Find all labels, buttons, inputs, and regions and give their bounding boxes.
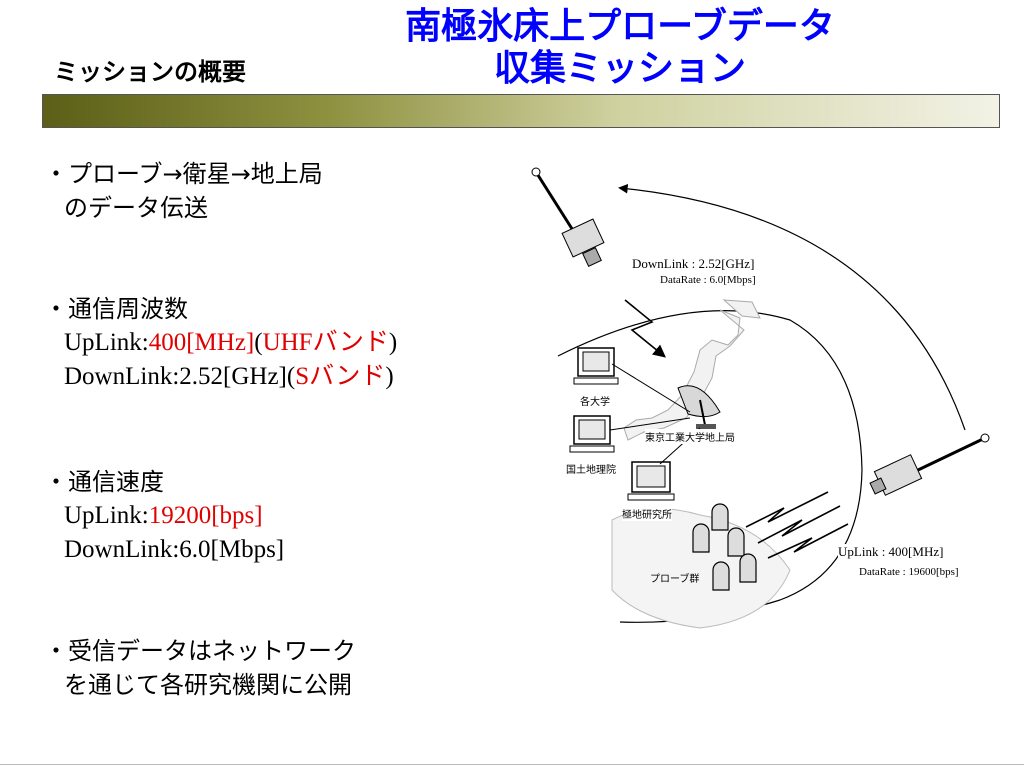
ground-station-dish-icon	[677, 385, 721, 429]
gsi-label: 国土地理院	[566, 461, 616, 476]
frequency-downlink-prefix: DownLink:2.52[GHz](	[64, 363, 296, 390]
bullet-transmission: ・プローブ→衛星→地上局 のデータ伝送	[44, 157, 323, 225]
frequency-uplink-prefix: UpLink:	[64, 329, 149, 356]
speed-downlink: DownLink:6.0[Mbps]	[64, 536, 285, 563]
frequency-uplink-band: UHFバンド	[262, 329, 389, 356]
downlink-rate-label: DataRate : 6.0[Mbps]	[660, 274, 756, 286]
frequency-uplink-close: )	[388, 329, 398, 356]
probe-group-icon	[692, 503, 757, 591]
section-label: ミッションの概要	[54, 58, 246, 86]
universities-label: 各大学	[580, 393, 610, 408]
probes-label: プローブ群	[650, 574, 700, 585]
frequency-downlink: DownLink:2.52[GHz](Sバンド)	[44, 360, 397, 394]
antarctica-map	[611, 508, 791, 629]
hokkaido-map	[722, 299, 761, 319]
speed-uplink: UpLink:19200[bps]	[44, 499, 284, 533]
polar-institute-label: 極地研究所	[622, 506, 672, 521]
frequency-uplink-open: (	[254, 329, 263, 356]
uplink-rate-label: DataRate : 19600[bps]	[859, 566, 959, 578]
satellite-top-icon	[531, 167, 605, 267]
bullet-frequency-head: ・通信周波数	[44, 295, 188, 323]
uplink-frequency-label: UpLink : 400[MHz]	[838, 544, 944, 560]
bullet-publication-line1: ・受信データはネットワーク	[44, 637, 356, 665]
bullet-publication: ・受信データはネットワーク を通じて各研究機関に公開	[44, 634, 356, 702]
title-line-1: 南極氷床上プローブデータ	[405, 6, 835, 47]
frequency-uplink: UpLink:400[MHz](UHFバンド)	[44, 326, 397, 360]
title-line-2: 収集ミッション	[493, 48, 746, 89]
downlink-signal-icon	[624, 299, 666, 358]
bullet-publication-line2: を通じて各研究機関に公開	[64, 671, 352, 699]
slide-title: 南極氷床上プローブデータ 収集ミッション	[310, 6, 930, 90]
ground-station-label: 東京工業大学地上局	[645, 429, 735, 444]
computer-polar-icon	[627, 461, 675, 501]
computer-university-icon	[573, 347, 619, 385]
uplink-signal-icon	[745, 491, 849, 559]
satellite-right-icon	[869, 433, 990, 496]
computer-gsi-icon	[569, 415, 615, 453]
frequency-uplink-value: 400[MHz]	[148, 329, 255, 356]
satellite-path-arrow	[618, 183, 966, 431]
bullet-speed-head: ・通信速度	[44, 468, 164, 496]
speed-uplink-value: 19200[bps]	[148, 502, 263, 529]
speed-uplink-prefix: UpLink:	[64, 502, 149, 529]
frequency-downlink-close: )	[385, 363, 394, 390]
frequency-downlink-band: Sバンド	[295, 363, 386, 390]
downlink-frequency-label: DownLink : 2.52[GHz]	[632, 256, 755, 272]
japan-map	[623, 309, 745, 441]
bullet-transmission-line1: ・プローブ→衛星→地上局	[44, 160, 323, 188]
bullet-speed: ・通信速度 UpLink:19200[bps] DownLink:6.0[Mbp…	[44, 465, 284, 567]
bullet-frequency: ・通信周波数 UpLink:400[MHz](UHFバンド) DownLink:…	[44, 292, 397, 394]
header-gradient-bar	[42, 94, 1000, 128]
bottom-divider	[0, 764, 1024, 765]
bullet-transmission-line2: のデータ伝送	[64, 194, 208, 222]
